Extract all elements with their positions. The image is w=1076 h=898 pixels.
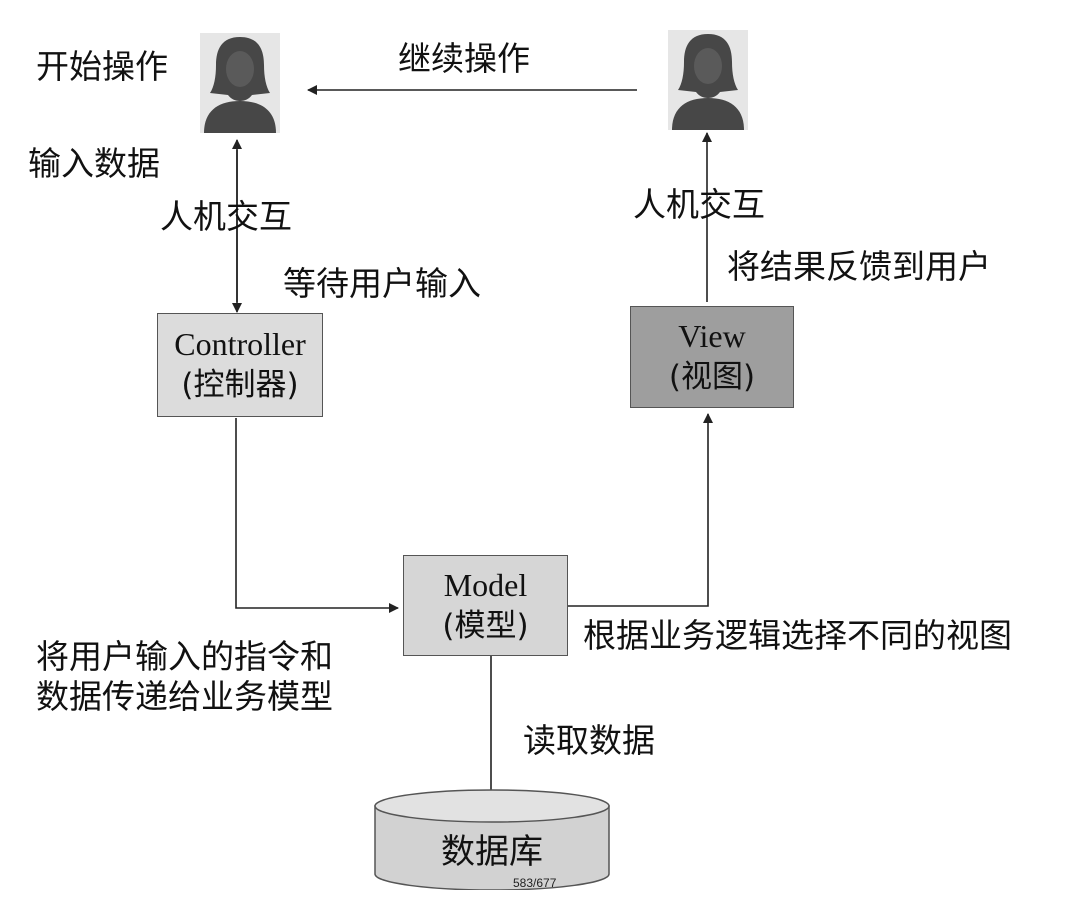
model-subtitle: (模型) — [442, 607, 529, 644]
view-subtitle: (视图) — [668, 359, 756, 395]
select-view-label: 根据业务逻辑选择不同的视图 — [583, 616, 1012, 655]
view-title: View — [678, 318, 746, 354]
model-to-view-arrow — [568, 413, 713, 607]
feedback-label: 将结果反馈到用户 — [727, 247, 991, 286]
hci-right-label: 人机交互 — [633, 185, 765, 224]
pass-to-model-label-line2: 数据传递给业务模型 — [36, 677, 333, 716]
view-box: View (视图) — [630, 306, 794, 408]
controller-title: Controller — [174, 326, 306, 362]
hci-left-label: 人机交互 — [160, 197, 292, 236]
user-avatar-icon — [200, 33, 280, 133]
model-box: Model (模型) — [403, 555, 568, 656]
continue-operation-label: 继续操作 — [398, 39, 530, 78]
controller-to-model-arrow — [235, 418, 399, 613]
controller-box: Controller (控制器) — [157, 313, 323, 417]
wait-input-label: 等待用户输入 — [283, 264, 481, 303]
controller-subtitle: (控制器) — [181, 367, 299, 403]
start-operation-label: 开始操作 — [36, 47, 168, 86]
read-data-label: 读取数据 — [523, 721, 655, 760]
page-number: 583/677 — [513, 876, 557, 890]
pass-to-model-label-line1: 将用户输入的指令和 — [36, 637, 333, 676]
database-label: 数据库 — [441, 832, 543, 872]
model-title: Model — [443, 566, 528, 603]
user-avatar-icon — [668, 30, 748, 130]
input-data-label: 输入数据 — [28, 144, 160, 183]
database-cylinder — [374, 789, 610, 890]
